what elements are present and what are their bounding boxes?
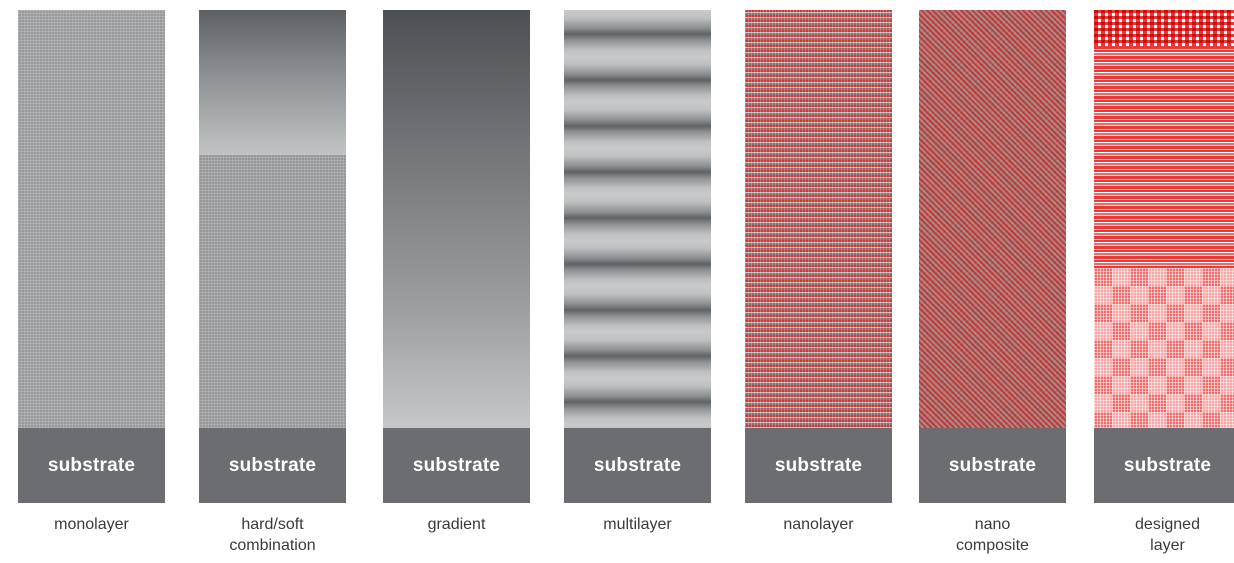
soft-layer [199,155,346,428]
caption-hard-soft-combination: hard/soft combination [229,516,316,554]
caption-monolayer: monolayer [54,516,129,533]
substrate-block: substrate [1094,428,1234,503]
substrate-block: substrate [745,428,892,503]
hard-layer [199,10,346,155]
monolayer-coating [18,10,165,428]
designed-layer-bottom-zone [1094,268,1234,428]
designed-layer-top-zone [1094,10,1234,46]
nano-composite-coating [919,10,1066,428]
gradient-coating [383,10,530,428]
substrate-block: substrate [199,428,346,503]
designed-layer-middle-zone [1094,46,1234,268]
caption-designed-layer: designed layer [1135,516,1200,554]
substrate-block: substrate [919,428,1066,503]
hard-soft-coating [199,10,346,428]
nanolayer-coating [745,10,892,428]
caption-gradient: gradient [427,516,486,533]
caption-nanolayer: nanolayer [783,516,854,533]
caption-nano-composite: nano composite [956,516,1029,554]
caption-multilayer: multilayer [603,516,672,533]
designed-layer-coating [1094,10,1234,428]
substrate-block: substrate [18,428,165,503]
multilayer-coating [564,10,711,428]
substrate-block: substrate [383,428,530,503]
substrate-block: substrate [564,428,711,503]
